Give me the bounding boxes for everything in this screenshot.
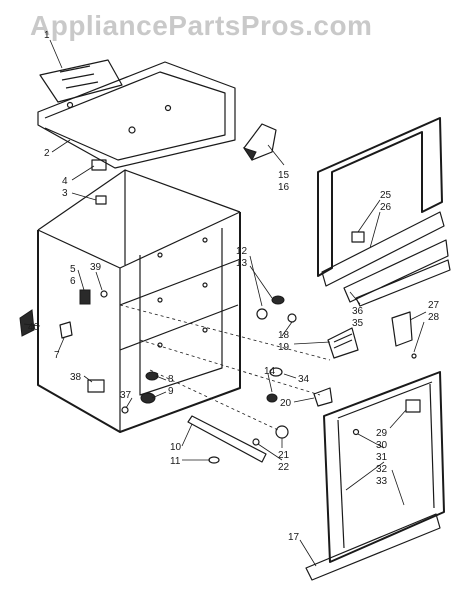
- callout-20: 20: [280, 398, 292, 409]
- top-panel: [37, 59, 236, 169]
- upper-door-frame: [317, 117, 451, 307]
- callout-6: 6: [70, 276, 76, 287]
- callout-36: 36: [352, 306, 364, 317]
- callout-28: 28: [428, 312, 440, 323]
- assembly-lines: [119, 304, 331, 431]
- callout-14: 14: [264, 366, 276, 377]
- callout-27: 27: [428, 300, 440, 311]
- callout-12: 12: [236, 246, 248, 257]
- leader-lines: [23, 39, 427, 567]
- callout-37: 37: [120, 390, 132, 401]
- callout-33: 33: [376, 476, 388, 487]
- callout-34: 34: [298, 374, 310, 385]
- callout-7: 7: [54, 350, 60, 361]
- callout-2: 2: [44, 148, 50, 159]
- callout-32: 32: [376, 464, 388, 475]
- callout-16: 16: [278, 182, 290, 193]
- callout-18: 18: [278, 330, 290, 341]
- callout-11: 11: [170, 456, 181, 467]
- callout-5: 5: [70, 264, 76, 275]
- callout-35: 35: [352, 318, 364, 329]
- callout-10: 10: [170, 442, 182, 453]
- right-bracket: [391, 311, 417, 359]
- callout-labels: 1 2 4 3 5 6 39 40 7 38 8 9 37 10 11 12 1…: [28, 30, 440, 543]
- callout-22: 22: [278, 462, 290, 473]
- callout-21: 21: [278, 450, 290, 461]
- callout-40: 40: [28, 322, 40, 333]
- handle-piece: [242, 123, 277, 161]
- clip-part: [91, 159, 107, 205]
- callout-8: 8: [168, 374, 174, 385]
- callout-30: 30: [376, 440, 388, 451]
- callout-25: 25: [380, 190, 392, 201]
- callout-19: 19: [278, 342, 290, 353]
- callout-38: 38: [70, 372, 82, 383]
- middle-hardware: [252, 295, 359, 446]
- callout-3: 3: [62, 188, 68, 199]
- callout-9: 9: [168, 386, 174, 397]
- callout-4: 4: [62, 176, 68, 187]
- callout-13: 13: [236, 258, 248, 269]
- left-small-parts: [19, 289, 159, 414]
- callout-1: 1: [44, 30, 50, 41]
- lower-door-frame: [305, 371, 445, 581]
- callout-15: 15: [278, 170, 290, 181]
- callout-31: 31: [376, 452, 388, 463]
- callout-26: 26: [380, 202, 392, 213]
- cabinet-box: [37, 169, 241, 433]
- watermark-text: AppliancePartsPros.com: [30, 10, 373, 41]
- callout-29: 29: [376, 428, 388, 439]
- callout-17: 17: [288, 532, 300, 543]
- callout-39: 39: [90, 262, 102, 273]
